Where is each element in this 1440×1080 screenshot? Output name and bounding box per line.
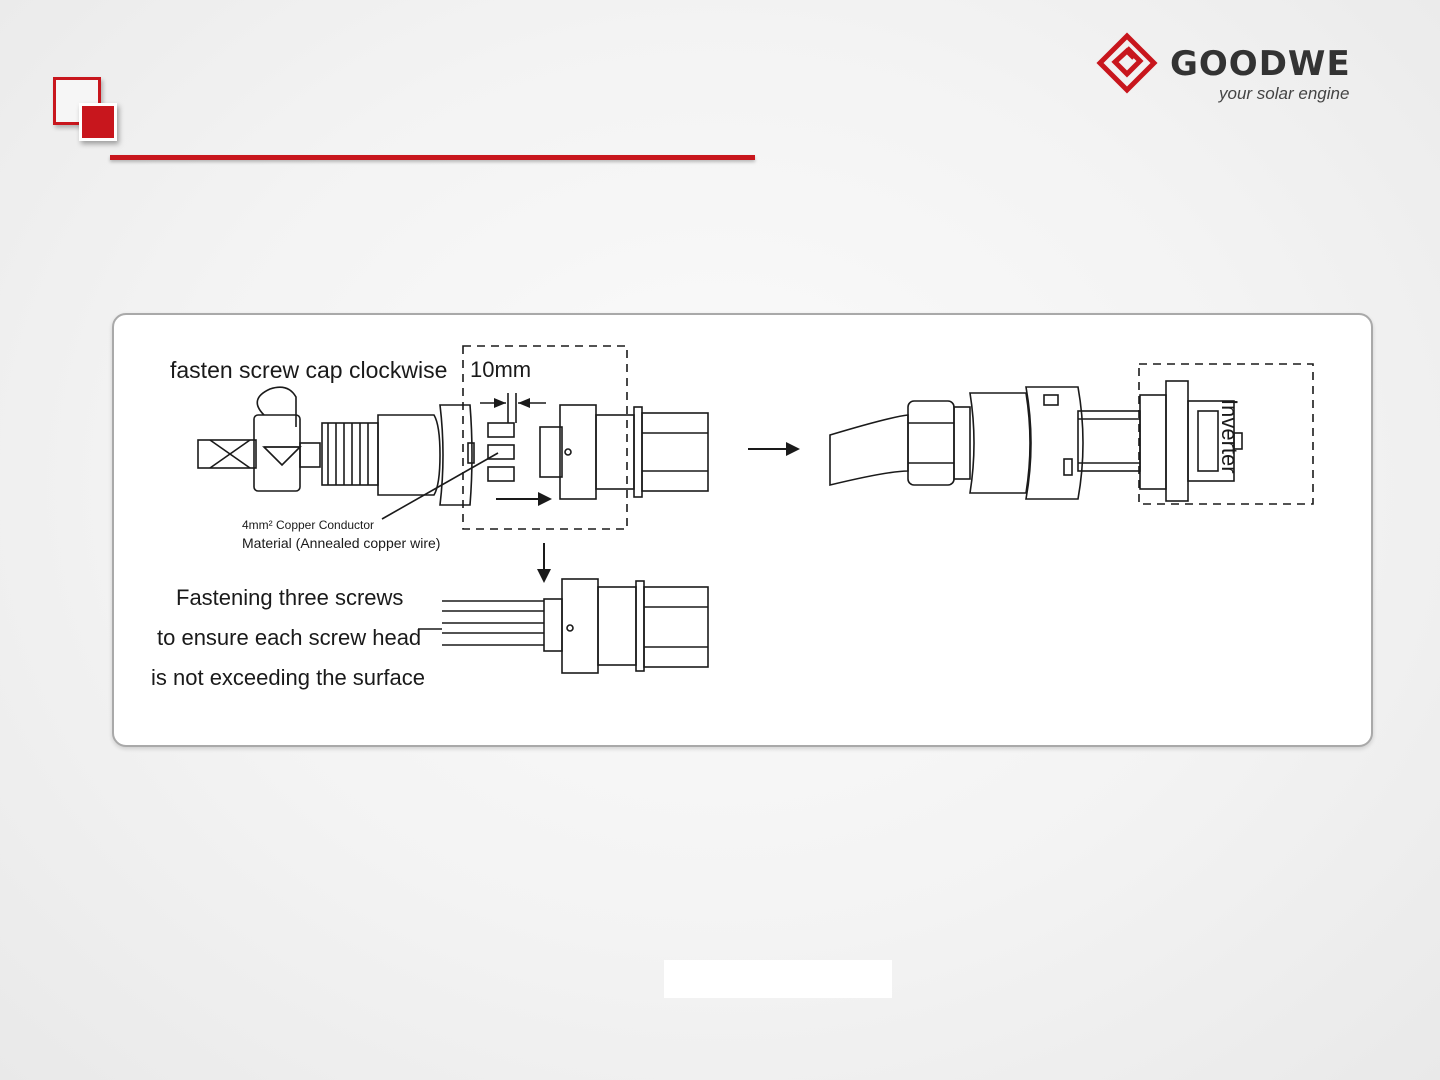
- right-arrow: [748, 442, 800, 456]
- slide-icon-inner-square: [79, 103, 117, 141]
- cable-stub: [198, 440, 256, 468]
- logo-brand: GOODWE: [1170, 44, 1351, 84]
- goodwe-logo: GOODWE your solar engine: [1092, 32, 1362, 112]
- slide-icon: [53, 77, 119, 143]
- connector-pins: [488, 423, 514, 481]
- label-fasten-cap: fasten screw cap clockwise: [170, 357, 447, 384]
- label-inverter: Inverter: [1216, 399, 1242, 474]
- dimension-arrows: [480, 393, 546, 423]
- lower-connector-assembly: [418, 579, 708, 673]
- label-screws-line2: to ensure each screw head: [157, 625, 421, 651]
- label-conductor-line1: 4mm² Copper Conductor: [242, 518, 374, 532]
- goodwe-diamond-icon: [1096, 32, 1158, 94]
- label-conductor-line2: Material (Annealed copper wire): [242, 535, 440, 551]
- title-underline: [110, 155, 755, 160]
- screw-cap: [254, 387, 300, 491]
- connector-sleeve: [378, 405, 474, 505]
- down-arrow: [537, 543, 551, 583]
- right-connector-assembly: [830, 381, 1242, 501]
- connector-housing: [540, 405, 708, 499]
- footer-blank-box: [664, 960, 892, 998]
- diagram-panel: fasten screw cap clockwise 10mm 4mm² Cop…: [112, 313, 1373, 747]
- dimension-arrowheads: [494, 398, 530, 408]
- push-arrow: [496, 492, 552, 506]
- threaded-nut: [300, 423, 378, 485]
- logo-tagline: your solar engine: [1219, 84, 1349, 104]
- label-gap-10mm: 10mm: [470, 357, 531, 383]
- label-screws-line3: is not exceeding the surface: [151, 665, 425, 691]
- label-screws-line1: Fastening three screws: [176, 585, 403, 611]
